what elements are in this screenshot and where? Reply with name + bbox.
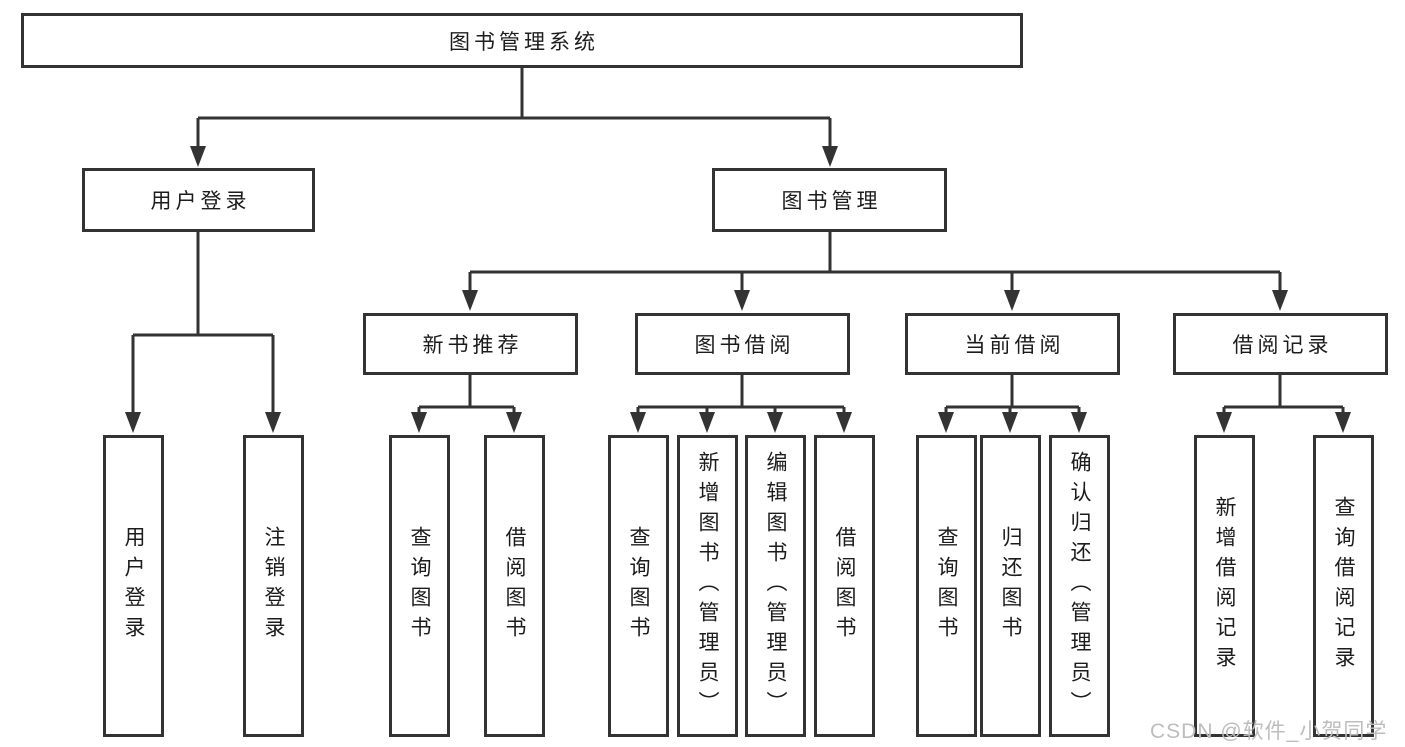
- node-user-login: 用户登录: [82, 168, 315, 232]
- leaf-current-query-label: 查询图书: [935, 526, 958, 646]
- leaf-borrow-add-label: 新增图书（管理员）: [696, 451, 719, 721]
- leaf-borrow-borrow: 借阅图书: [814, 435, 875, 737]
- leaf-borrow-edit-label: 编辑图书（管理员）: [764, 451, 787, 721]
- leaf-user-login: 用户登录: [103, 435, 164, 737]
- leaf-user-login-label: 用户登录: [122, 526, 145, 646]
- leaf-logout-label: 注销登录: [262, 526, 285, 646]
- leaf-borrow-query: 查询图书: [608, 435, 669, 737]
- node-borrow-records: 借阅记录: [1173, 313, 1388, 375]
- leaf-current-query: 查询图书: [916, 435, 977, 737]
- node-new-book-recommend: 新书推荐: [363, 313, 578, 375]
- leaf-current-confirm: 确认归还（管理员）: [1049, 435, 1110, 737]
- leaf-borrow-add: 新增图书（管理员）: [677, 435, 738, 737]
- leaf-current-return: 归还图书: [980, 435, 1041, 737]
- csdn-watermark: CSDN @软件_小贺同学: [1150, 720, 1388, 743]
- leaf-records-query: 查询借阅记录: [1313, 435, 1374, 737]
- arrowhead-icons: [125, 146, 1351, 433]
- leaf-newbooks-borrow-label: 借阅图书: [503, 526, 526, 646]
- leaf-records-add-label: 新增借阅记录: [1213, 496, 1236, 676]
- leaf-borrow-edit: 编辑图书（管理员）: [745, 435, 806, 737]
- node-current-borrow: 当前借阅: [905, 313, 1120, 375]
- leaf-newbooks-borrow: 借阅图书: [484, 435, 545, 737]
- leaf-newbooks-query-label: 查询图书: [408, 526, 431, 646]
- leaf-logout: 注销登录: [243, 435, 304, 737]
- leaf-current-confirm-label: 确认归还（管理员）: [1068, 451, 1091, 721]
- node-root: 图书管理系统: [21, 13, 1023, 68]
- leaf-newbooks-query: 查询图书: [389, 435, 450, 737]
- node-book-management: 图书管理: [712, 168, 947, 232]
- leaf-borrow-query-label: 查询图书: [627, 526, 650, 646]
- node-book-borrow: 图书借阅: [635, 313, 850, 375]
- leaf-records-query-label: 查询借阅记录: [1332, 496, 1355, 676]
- leaf-current-return-label: 归还图书: [999, 526, 1022, 646]
- leaf-borrow-borrow-label: 借阅图书: [833, 526, 856, 646]
- leaf-records-add: 新增借阅记录: [1194, 435, 1255, 737]
